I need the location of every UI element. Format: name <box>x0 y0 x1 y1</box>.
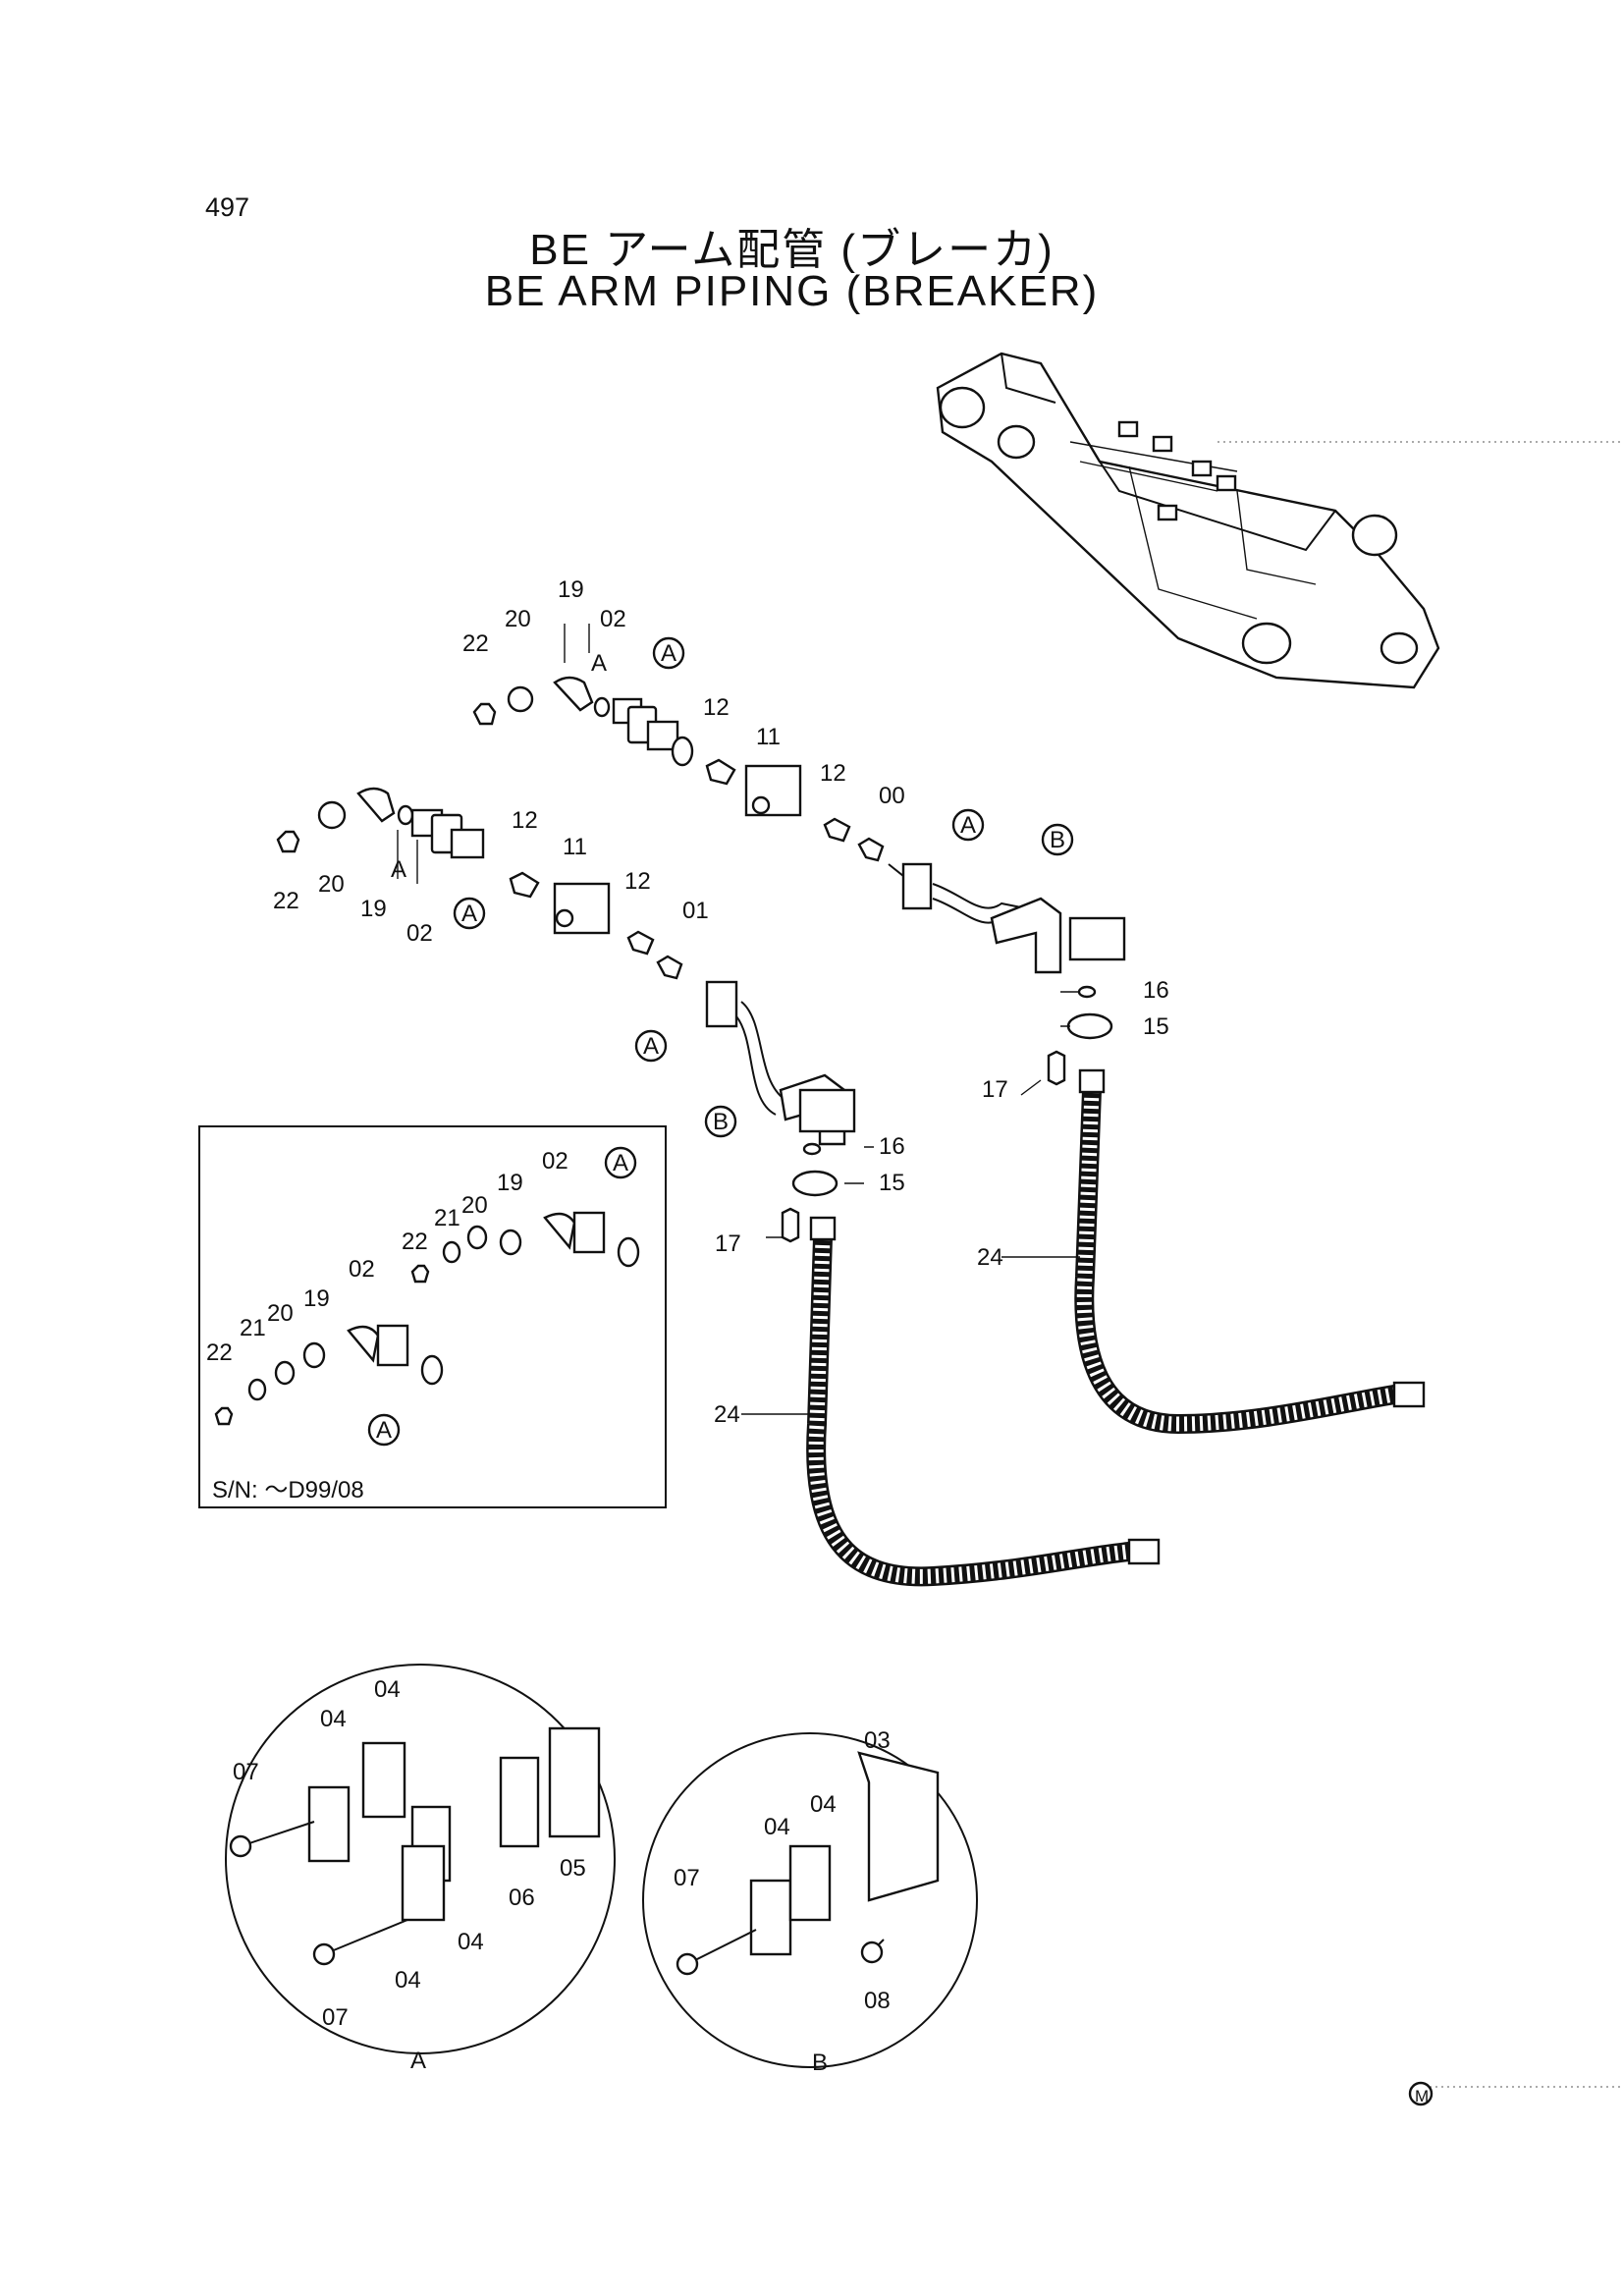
detail-b-circle <box>642 1732 978 2068</box>
callout-12: 12 <box>512 807 538 834</box>
marker-a-label: A <box>661 640 676 667</box>
page-title-japanese: BE アーム配管 (ブレーカ) <box>529 226 1055 274</box>
callout-a-label: A <box>591 650 607 677</box>
page-title-english: BE ARM PIPING (BREAKER) <box>484 267 1100 315</box>
callout-20: 20 <box>318 871 345 898</box>
flange-parts <box>781 985 1113 1243</box>
callout-04: 04 <box>810 1791 837 1818</box>
callout-04: 04 <box>458 1929 484 1955</box>
marker-a-label: A <box>613 1150 628 1176</box>
callout-19: 19 <box>303 1285 330 1312</box>
callout-11: 11 <box>563 834 587 860</box>
callout-20: 20 <box>505 606 531 632</box>
callout-02: 02 <box>600 606 626 632</box>
callout-04: 04 <box>395 1967 421 1994</box>
marker-a <box>367 1413 401 1447</box>
callout-00: 00 <box>879 783 905 809</box>
marker-a-label: A <box>960 812 976 839</box>
marker-a-label: A <box>643 1033 659 1060</box>
callout-08: 08 <box>864 1988 891 2014</box>
callout-a-label: A <box>391 856 406 883</box>
hose-right <box>1074 1068 1426 1435</box>
marker-b-label: B <box>713 1109 729 1135</box>
callout-17: 17 <box>715 1230 741 1257</box>
callout-07: 07 <box>233 1759 259 1785</box>
callout-15: 15 <box>879 1170 905 1196</box>
marker-a <box>951 808 985 842</box>
callout-22: 22 <box>206 1339 233 1366</box>
callout-19: 19 <box>558 576 584 603</box>
callout-21: 21 <box>434 1205 460 1231</box>
callout-16: 16 <box>1143 977 1169 1004</box>
marker-a <box>453 897 486 930</box>
callout-22: 22 <box>462 630 489 657</box>
callout-07: 07 <box>322 2004 349 2031</box>
serial-note: S/N: ～D99/08 <box>212 1477 364 1503</box>
callout-19: 19 <box>497 1170 523 1196</box>
callout-05: 05 <box>560 1855 586 1882</box>
marker-a <box>634 1029 668 1063</box>
marker-a-label: A <box>376 1417 392 1444</box>
callout-22: 22 <box>273 888 299 914</box>
callout-19: 19 <box>360 896 387 922</box>
mark-symbol-label: M <box>1415 2087 1429 2105</box>
detail-a-circle <box>225 1664 616 2054</box>
callout-24: 24 <box>714 1401 740 1428</box>
circled-markers: A A A A A A B B M <box>367 636 1434 2106</box>
arm-overview-illustration <box>936 352 1623 689</box>
detail-b-label: B <box>812 2050 828 2076</box>
marker-b <box>1041 823 1074 856</box>
callout-04: 04 <box>320 1706 347 1732</box>
part-callouts: 19 02 20 22 A 12 11 12 00 12 11 12 01 22… <box>206 576 1169 2076</box>
callout-03: 03 <box>864 1727 891 1754</box>
callout-02: 02 <box>349 1256 375 1283</box>
callout-11: 11 <box>756 724 781 750</box>
marker-b <box>704 1105 737 1138</box>
marker-a <box>604 1146 637 1179</box>
callout-04: 04 <box>374 1676 401 1703</box>
callout-12: 12 <box>820 760 846 787</box>
marker-a-label: A <box>461 901 477 927</box>
callout-12: 12 <box>624 868 651 895</box>
callout-02: 02 <box>406 920 433 947</box>
inset-frame <box>198 1125 667 1508</box>
callout-06: 06 <box>509 1885 535 1911</box>
marker-a <box>652 636 685 670</box>
callout-17: 17 <box>982 1076 1008 1103</box>
mark-symbol <box>1408 2081 1434 2106</box>
callout-04: 04 <box>764 1814 790 1840</box>
callout-20: 20 <box>461 1192 488 1219</box>
callout-02: 02 <box>542 1148 568 1175</box>
callout-24: 24 <box>977 1244 1003 1271</box>
callout-12: 12 <box>703 694 730 721</box>
callout-01: 01 <box>682 898 709 924</box>
callout-07: 07 <box>674 1865 700 1891</box>
callout-21: 21 <box>240 1315 266 1341</box>
serial-variant-inset <box>198 1125 667 1508</box>
upper-pipe-assembly <box>472 676 1126 974</box>
marker-b-label: B <box>1050 827 1065 853</box>
callout-16: 16 <box>879 1133 905 1160</box>
hose-left <box>806 1216 1161 1587</box>
callout-20: 20 <box>267 1300 294 1327</box>
callout-leader-lines <box>397 624 1623 2088</box>
lower-pipe-assembly <box>276 787 856 1146</box>
callout-15: 15 <box>1143 1013 1169 1040</box>
callout-22: 22 <box>402 1229 428 1255</box>
detail-a-label: A <box>410 2048 426 2074</box>
page-number: 497 <box>205 192 250 222</box>
